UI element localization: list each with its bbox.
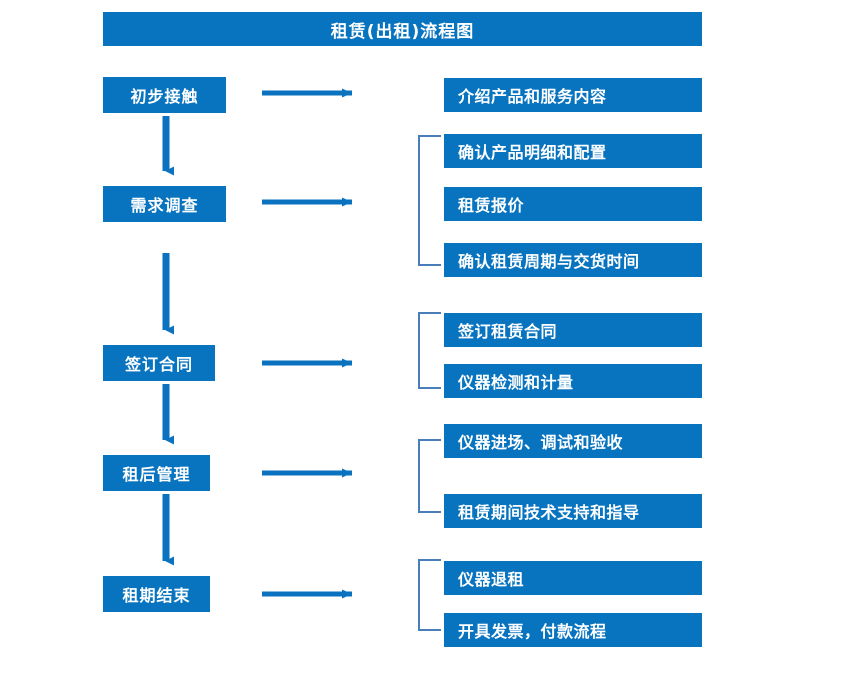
page-title: 租赁(出租)流程图: [103, 12, 702, 46]
right-arrow-group: [262, 88, 352, 599]
stage-node-4[interactable]: 租后管理: [103, 455, 210, 491]
detail-node-1-1[interactable]: 介绍产品和服务内容: [444, 78, 702, 112]
stage-node-1[interactable]: 初步接触: [103, 77, 226, 113]
detail-node-2-1[interactable]: 确认产品明细和配置: [444, 134, 702, 168]
bracket-group: [418, 135, 441, 631]
bracket-connector-5: [418, 559, 441, 631]
detail-node-3-2[interactable]: 仪器检测和计量: [444, 364, 702, 398]
bracket-connector-2: [418, 135, 441, 266]
detail-node-4-2[interactable]: 租赁期间技术支持和指导: [444, 494, 702, 528]
detail-node-4-1[interactable]: 仪器进场、调试和验收: [444, 424, 702, 458]
detail-node-2-3[interactable]: 确认租赁周期与交货时间: [444, 243, 702, 277]
stage-node-3[interactable]: 签订合同: [103, 345, 215, 381]
bracket-connector-4: [418, 439, 441, 513]
detail-node-5-1[interactable]: 仪器退租: [444, 561, 702, 595]
bracket-connector-3: [418, 312, 441, 389]
stage-node-5[interactable]: 租期结束: [103, 576, 210, 612]
detail-node-2-2[interactable]: 租赁报价: [444, 187, 702, 221]
stage-node-2[interactable]: 需求调查: [103, 186, 226, 222]
detail-node-3-1[interactable]: 签订租赁合同: [444, 313, 702, 347]
detail-node-5-2[interactable]: 开具发票，付款流程: [444, 613, 702, 647]
